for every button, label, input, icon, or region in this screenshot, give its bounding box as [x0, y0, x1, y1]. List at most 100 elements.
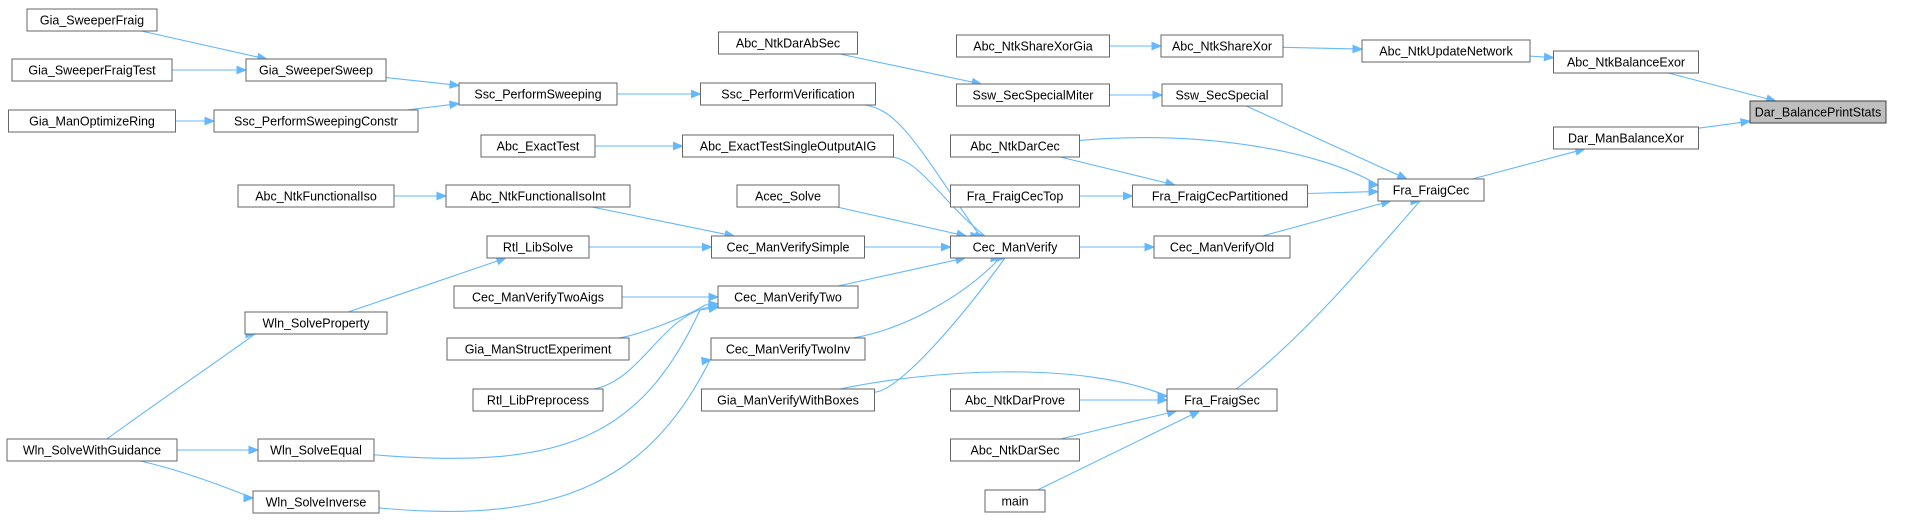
node-gia-manverifywithboxes[interactable]: Gia_ManVerifyWithBoxes	[701, 388, 875, 412]
node-gia-sweeperfraig[interactable]: Gia_SweeperFraig	[26, 8, 158, 32]
node-abc-ntkdarprove[interactable]: Abc_NtkDarProve	[950, 388, 1080, 412]
node-dar-balanceprintstats[interactable]: Dar_BalancePrintStats	[1749, 100, 1887, 124]
node-label: Dar_BalancePrintStats	[1755, 106, 1881, 120]
node-fra-fraigcec[interactable]: Fra_FraigCec	[1377, 178, 1485, 202]
node-box	[711, 235, 865, 259]
node-fra-fraigcecpartitioned[interactable]: Fra_FraigCecPartitioned	[1132, 184, 1308, 208]
node-abc-exacttestsingleoutputaig[interactable]: Abc_ExactTestSingleOutputAIG	[682, 134, 894, 158]
arrowhead	[708, 292, 720, 302]
node-gia-sweepersweep[interactable]: Gia_SweeperSweep	[245, 58, 387, 82]
node-abc-ntkdarabsec[interactable]: Abc_NtkDarAbSec	[718, 31, 858, 55]
arrowhead	[1352, 44, 1364, 54]
node-abc-ntkdarcec[interactable]: Abc_NtkDarCec	[950, 134, 1080, 158]
node-box	[245, 58, 387, 82]
node-box	[486, 235, 590, 259]
node-box	[950, 438, 1080, 462]
edge-line	[1698, 121, 1743, 129]
node-label: Ssw_SecSpecial	[1175, 89, 1268, 103]
node-fra-fraigcectop[interactable]: Fra_FraigCecTop	[950, 184, 1080, 208]
node-box	[700, 82, 876, 106]
node-box	[8, 109, 176, 133]
node-fra-fraigsec[interactable]: Fra_FraigSec	[1166, 388, 1278, 412]
node-box	[718, 31, 858, 55]
node-label: Cec_ManVerifyTwo	[734, 291, 842, 305]
node-abc-ntkdarsec[interactable]: Abc_NtkDarSec	[950, 438, 1080, 462]
node-abc-ntksharexorgia[interactable]: Abc_NtkShareXorGia	[956, 34, 1110, 58]
edge-wlnsolveguidance-to-wlnsolveequal	[177, 445, 260, 455]
node-dar-manbalancexor[interactable]: Dar_ManBalanceXor	[1553, 126, 1699, 150]
edge-line	[836, 206, 959, 235]
node-ssc-performsweepingconstr[interactable]: Ssc_PerformSweepingConstr	[213, 109, 419, 133]
node-wln-solvewithguidance[interactable]: Wln_SolveWithGuidance	[6, 438, 178, 462]
node-label: Ssw_SecSpecialMiter	[973, 89, 1094, 103]
node-label: Abc_NtkUpdateNetwork	[1379, 45, 1513, 59]
node-abc-ntkbalanceexor[interactable]: Abc_NtkBalanceExor	[1553, 50, 1699, 74]
node-abc-ntkfunctionaliso[interactable]: Abc_NtkFunctionalIso	[237, 184, 395, 208]
node-label: Ssc_PerformSweeping	[474, 88, 601, 102]
node-ssc-performverification[interactable]: Ssc_PerformVerification	[700, 82, 876, 106]
node-ssw-secspecial[interactable]: Ssw_SecSpecial	[1161, 83, 1283, 107]
edge-ntkfunciso-to-ntkfuncisoint	[394, 191, 448, 201]
edge-line	[373, 307, 711, 459]
node-label: Abc_NtkDarCec	[970, 140, 1060, 154]
node-rtl-libpreprocess[interactable]: Rtl_LibPreprocess	[472, 388, 604, 412]
node-box	[453, 285, 623, 309]
edge-line	[593, 306, 711, 390]
node-wln-solveequal[interactable]: Wln_SolveEqual	[257, 438, 375, 462]
edge-ntkdarcec-to-fraigcecpart	[1059, 156, 1177, 187]
node-cec-manverifytwo[interactable]: Cec_ManVerifyTwo	[717, 285, 859, 309]
arrowhead	[449, 80, 461, 89]
node-acec-solve[interactable]: Acec_Solve	[736, 184, 840, 208]
node-label: Abc_NtkBalanceExor	[1567, 56, 1685, 70]
edge-fraigcectop-to-fraigcecpart	[1079, 191, 1134, 201]
node-box	[11, 58, 173, 82]
node-abc-ntksharexor[interactable]: Abc_NtkShareXor	[1160, 34, 1284, 58]
node-box	[446, 337, 630, 361]
node-abc-ntkfunctionalisoint[interactable]: Abc_NtkFunctionalIsoInt	[445, 184, 631, 208]
edge-sswsecspecial-to-fraigcec	[1245, 105, 1409, 180]
node-wln-solveproperty[interactable]: Wln_SolveProperty	[244, 311, 388, 335]
arrowhead	[1396, 171, 1409, 180]
node-ssw-secspecialmiter[interactable]: Ssw_SecSpecialMiter	[956, 83, 1110, 107]
arrowhead	[1144, 242, 1156, 252]
edge-sscperfsweepconstr-to-sscperfsweep	[406, 100, 461, 111]
edge-line	[852, 257, 1002, 339]
node-cec-manverify[interactable]: Cec_ManVerify	[950, 235, 1080, 259]
node-cec-manverifyold[interactable]: Cec_ManVerifyOld	[1153, 235, 1291, 259]
node-ssc-performsweeping[interactable]: Ssc_PerformSweeping	[458, 82, 618, 106]
arrowhead	[436, 191, 448, 201]
node-abc-exacttest[interactable]: Abc_ExactTest	[480, 134, 596, 158]
edge-sscperfver-to-cecverify	[864, 104, 982, 241]
edge-line	[1668, 72, 1769, 100]
node-label: Abc_NtkShareXorGia	[973, 40, 1093, 54]
node-gia-sweeperfraigtest[interactable]: Gia_SweeperFraigTest	[11, 58, 173, 82]
node-cec-manverifytwoinv[interactable]: Cec_ManVerifyTwoInv	[710, 337, 866, 361]
arrowhead	[673, 141, 684, 151]
edge-giasweeperfraigtest-to-giasweepersweep	[172, 65, 248, 75]
node-abc-ntkupdatenetwork[interactable]: Abc_NtkUpdateNetwork	[1361, 39, 1531, 63]
edge-line	[1262, 202, 1384, 237]
arrowhead	[243, 493, 255, 503]
node-label: Cec_ManVerifySimple	[727, 241, 850, 255]
node-label: Cec_ManVerifyOld	[1170, 241, 1274, 255]
node-label: Abc_NtkFunctionalIsoInt	[470, 190, 606, 204]
node-label: Ssc_PerformSweepingConstr	[234, 115, 398, 129]
node-label: Wln_SolveProperty	[263, 317, 371, 331]
edge-ntkdarprove-to-fraigsec	[1079, 395, 1169, 405]
node-box	[950, 184, 1080, 208]
node-main[interactable]: main	[984, 489, 1046, 513]
node-cec-manverifysimple[interactable]: Cec_ManVerifySimple	[711, 235, 865, 259]
edge-ntksharexorgia-to-ntksharexor	[1109, 41, 1163, 51]
node-label: Acec_Solve	[755, 190, 821, 204]
node-rtl-libsolve[interactable]: Rtl_LibSolve	[486, 235, 590, 259]
node-label: Cec_ManVerify	[973, 241, 1059, 255]
node-label: Fra_FraigCecPartitioned	[1152, 190, 1288, 204]
node-gia-manstructexperiment[interactable]: Gia_ManStructExperiment	[446, 337, 630, 361]
node-box	[950, 388, 1080, 412]
node-box	[1132, 184, 1308, 208]
edge-fraigsec-to-fraigcec	[1235, 196, 1422, 390]
node-cec-manverifytwoaigs[interactable]: Cec_ManVerifyTwoAigs	[453, 285, 623, 309]
edge-line	[874, 257, 1007, 393]
node-gia-manoptimizering[interactable]: Gia_ManOptimizeRing	[8, 109, 176, 133]
node-wln-solveinverse[interactable]: Wln_SolveInverse	[252, 490, 380, 514]
